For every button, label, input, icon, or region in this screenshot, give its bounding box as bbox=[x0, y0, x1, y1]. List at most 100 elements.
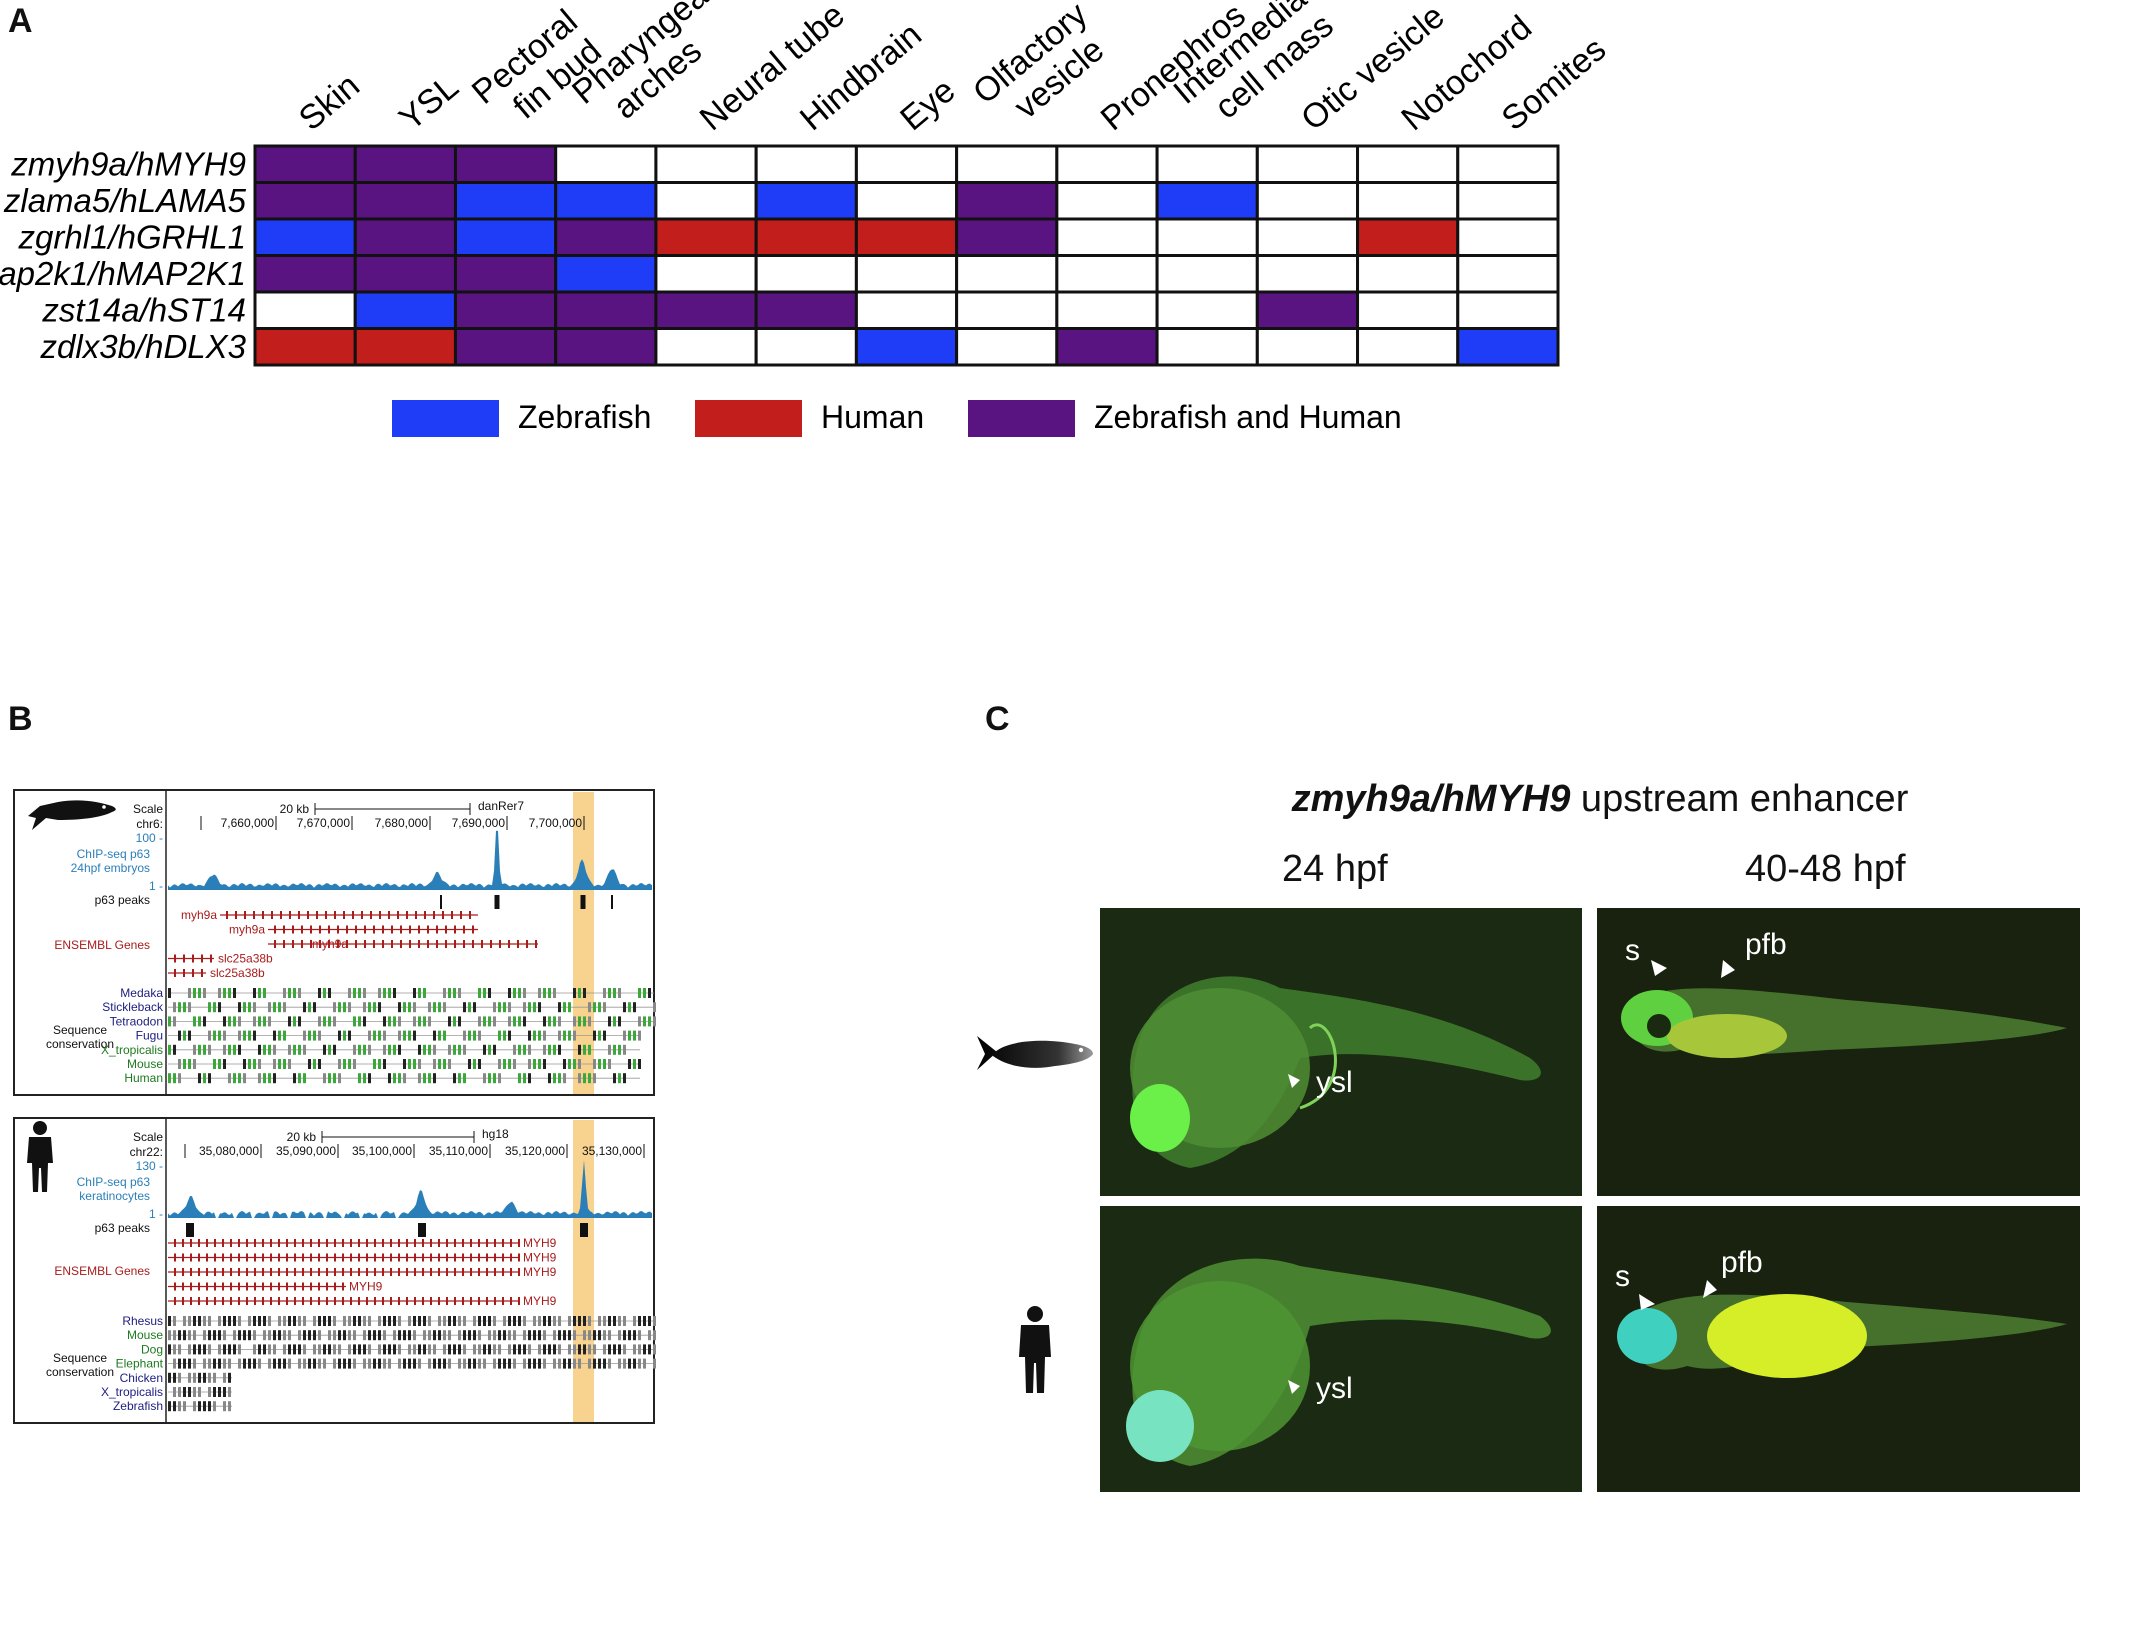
conservation-block bbox=[558, 1344, 561, 1355]
conservation-block bbox=[323, 1344, 326, 1355]
conservation-block bbox=[348, 1030, 351, 1041]
conservation-block bbox=[348, 1059, 351, 1069]
conservation-block bbox=[288, 1044, 291, 1055]
conservation-block bbox=[318, 988, 321, 998]
gene-exon bbox=[366, 1253, 368, 1262]
heatmap-cell bbox=[1255, 327, 1360, 367]
gene-exon bbox=[364, 940, 366, 948]
conservation-block bbox=[528, 1344, 531, 1355]
conservation-block bbox=[228, 1358, 231, 1369]
gene-exon bbox=[310, 1239, 312, 1247]
conservation-block bbox=[608, 1044, 611, 1055]
conservation-block bbox=[263, 1316, 266, 1326]
gene-exon bbox=[382, 925, 384, 934]
gene-exon bbox=[286, 1297, 288, 1305]
gene-exon bbox=[278, 1268, 280, 1276]
conservation-block bbox=[198, 1044, 201, 1055]
heatmap-cell bbox=[1356, 181, 1460, 221]
conservation-block bbox=[283, 1344, 286, 1355]
conservation-block bbox=[608, 1358, 611, 1369]
conservation-block bbox=[193, 1044, 196, 1055]
conservation-block bbox=[528, 1002, 531, 1013]
conservation-block bbox=[403, 1073, 406, 1084]
gene-exon bbox=[201, 969, 203, 977]
conservation-block bbox=[223, 1358, 226, 1369]
chipseq-signal bbox=[168, 830, 652, 890]
conservation-block bbox=[228, 1401, 231, 1412]
gene-exon bbox=[286, 1253, 288, 1262]
conservation-block bbox=[458, 1044, 461, 1055]
conservation-block bbox=[233, 1330, 236, 1341]
conservation-block bbox=[368, 1330, 371, 1341]
conservation-block bbox=[333, 1330, 336, 1341]
conservation-block bbox=[418, 1358, 421, 1369]
conservation-block bbox=[178, 1372, 181, 1383]
conservation-block bbox=[223, 1316, 226, 1326]
gene-exon bbox=[190, 1253, 192, 1262]
conservation-block bbox=[208, 1387, 211, 1397]
conservation-block bbox=[403, 1358, 406, 1369]
gene-exon bbox=[302, 1253, 304, 1262]
conservation-block bbox=[488, 1016, 491, 1027]
conservation-block bbox=[433, 1344, 436, 1355]
gene-exon bbox=[262, 1268, 264, 1276]
conservation-block bbox=[253, 1030, 256, 1041]
col-24hpf-label: 24 hpf bbox=[1282, 848, 1388, 890]
conservation-block bbox=[583, 988, 586, 998]
gene-exon bbox=[342, 1253, 344, 1262]
gene-exon bbox=[438, 1253, 440, 1262]
gene-exon bbox=[292, 925, 294, 934]
conservation-block bbox=[228, 1044, 231, 1055]
conservation-block bbox=[198, 1387, 201, 1397]
gene-exon bbox=[318, 1297, 320, 1305]
conservation-block bbox=[188, 1059, 191, 1069]
conservation-block bbox=[268, 1358, 271, 1369]
conservation-block bbox=[443, 1030, 446, 1041]
gene-exon bbox=[463, 940, 465, 948]
conservation-block bbox=[438, 1316, 441, 1326]
conservation-block bbox=[408, 1030, 411, 1041]
gene-exon bbox=[414, 1297, 416, 1305]
conservation-block bbox=[398, 1073, 401, 1084]
heatmap-cell bbox=[1055, 144, 1159, 184]
conservation-block bbox=[168, 1401, 171, 1412]
conservation-block bbox=[313, 1316, 316, 1326]
conservation-block bbox=[253, 1316, 256, 1326]
conservation-block bbox=[353, 1059, 356, 1069]
conservation-block bbox=[578, 1059, 581, 1069]
conservation-block bbox=[433, 1073, 436, 1084]
conservation-block bbox=[448, 1330, 451, 1341]
conservation-block bbox=[273, 1344, 276, 1355]
gene-exon bbox=[310, 925, 312, 934]
gene-exon bbox=[192, 954, 194, 963]
gene-exon bbox=[508, 940, 510, 948]
conservation-block bbox=[183, 1358, 186, 1369]
gene-exon bbox=[366, 1297, 368, 1305]
conservation-block bbox=[493, 1330, 496, 1341]
conservation-block bbox=[248, 1358, 251, 1369]
conservation-block bbox=[168, 1044, 171, 1055]
gene-exon bbox=[206, 1268, 208, 1276]
conservation-block bbox=[243, 1358, 246, 1369]
conservation-block bbox=[488, 1073, 491, 1084]
conservation-block bbox=[208, 1030, 211, 1041]
conservation-block bbox=[173, 1044, 176, 1055]
conservation-block bbox=[368, 1344, 371, 1355]
conservation-block bbox=[653, 1016, 656, 1027]
heatmap-cell bbox=[453, 217, 558, 257]
conservation-block bbox=[523, 1316, 526, 1326]
gene-exon bbox=[270, 1282, 272, 1291]
conservation-block bbox=[268, 1002, 271, 1013]
gene-exon bbox=[190, 1282, 192, 1291]
conservation-block bbox=[398, 1316, 401, 1326]
conservation-block bbox=[613, 1073, 616, 1084]
conservation-block bbox=[178, 1330, 181, 1341]
conservation-block bbox=[593, 1358, 596, 1369]
gene-exon bbox=[451, 911, 453, 919]
conservation-block bbox=[588, 1358, 591, 1369]
heatmap-cell bbox=[955, 181, 1059, 221]
conservation-block bbox=[303, 1030, 306, 1041]
gene-exon bbox=[310, 1297, 312, 1305]
conservation-block bbox=[203, 1316, 206, 1326]
gene-exon bbox=[307, 911, 309, 919]
